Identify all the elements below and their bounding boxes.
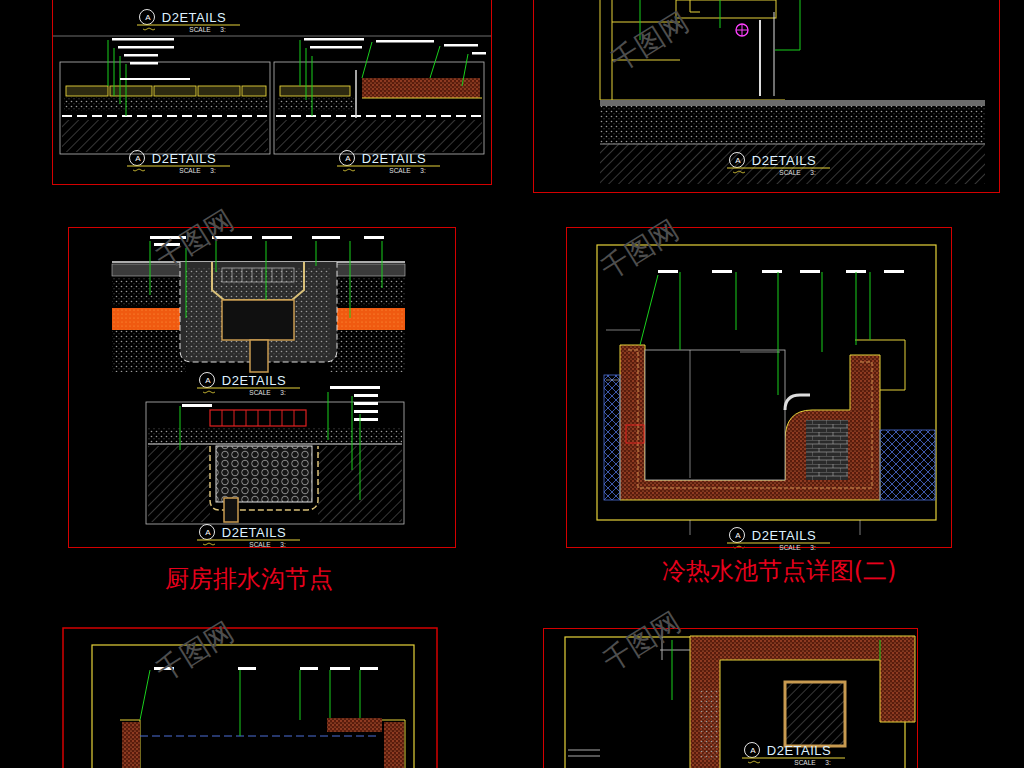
detail-symbol-letter: A bbox=[205, 529, 210, 537]
detail-symbol-letter: A bbox=[735, 532, 740, 540]
scale-label: SCALE bbox=[249, 390, 270, 397]
detail-symbol-letter: A bbox=[145, 14, 150, 22]
scale-label: SCALE bbox=[794, 760, 815, 767]
drawing-caption: 冷热水池节点详图(二) bbox=[662, 559, 897, 583]
detail-title: D2ETAILS bbox=[162, 11, 226, 24]
detail-symbol-letter: A bbox=[345, 155, 350, 163]
scale-label: SCALE bbox=[389, 168, 410, 175]
detail-symbol-letter: A bbox=[750, 747, 755, 755]
scale-value: 3: bbox=[210, 168, 215, 175]
scale-value: 3: bbox=[280, 390, 285, 397]
watermark: 千图网 bbox=[149, 614, 240, 691]
scale-value: 3: bbox=[280, 542, 285, 549]
scale-label: SCALE bbox=[189, 27, 210, 34]
detail-symbol-letter: A bbox=[735, 157, 740, 165]
scale-label: SCALE bbox=[779, 545, 800, 552]
scale-label: SCALE bbox=[249, 542, 270, 549]
detail-title: D2ETAILS bbox=[752, 529, 816, 542]
detail-panel: A D2ETAILS SCALE 3: A D2ETAILS SCALE 3: A D2ETAIL… bbox=[52, 0, 492, 185]
detail-title: D2ETAILS bbox=[767, 744, 831, 757]
watermark: 千图网 bbox=[596, 604, 687, 681]
scale-value: 3: bbox=[810, 545, 815, 552]
scale-value: 3: bbox=[220, 27, 225, 34]
detail-title: D2ETAILS bbox=[362, 152, 426, 165]
watermark: 千图网 bbox=[604, 4, 695, 81]
detail-symbol-letter: A bbox=[205, 377, 210, 385]
detail-title: D2ETAILS bbox=[222, 526, 286, 539]
scale-label: SCALE bbox=[179, 168, 200, 175]
detail-title: D2ETAILS bbox=[152, 152, 216, 165]
scale-value: 3: bbox=[825, 760, 830, 767]
scale-value: 3: bbox=[810, 170, 815, 177]
scale-value: 3: bbox=[420, 168, 425, 175]
detail-panel: AD2ETAILSSCALE3:AD2ETAILSSCALE3:厨房排水沟节点 bbox=[68, 227, 456, 548]
detail-symbol-letter: A bbox=[135, 155, 140, 163]
watermark: 千图网 bbox=[149, 202, 240, 279]
detail-title: D2ETAILS bbox=[752, 154, 816, 167]
drawing-caption: 厨房排水沟节点 bbox=[165, 567, 333, 591]
detail-title: D2ETAILS bbox=[222, 374, 286, 387]
watermark: 千图网 bbox=[594, 212, 685, 289]
detail-panel: A D2ETAILS SCALE 3: bbox=[533, 0, 1000, 193]
scale-label: SCALE bbox=[779, 170, 800, 177]
